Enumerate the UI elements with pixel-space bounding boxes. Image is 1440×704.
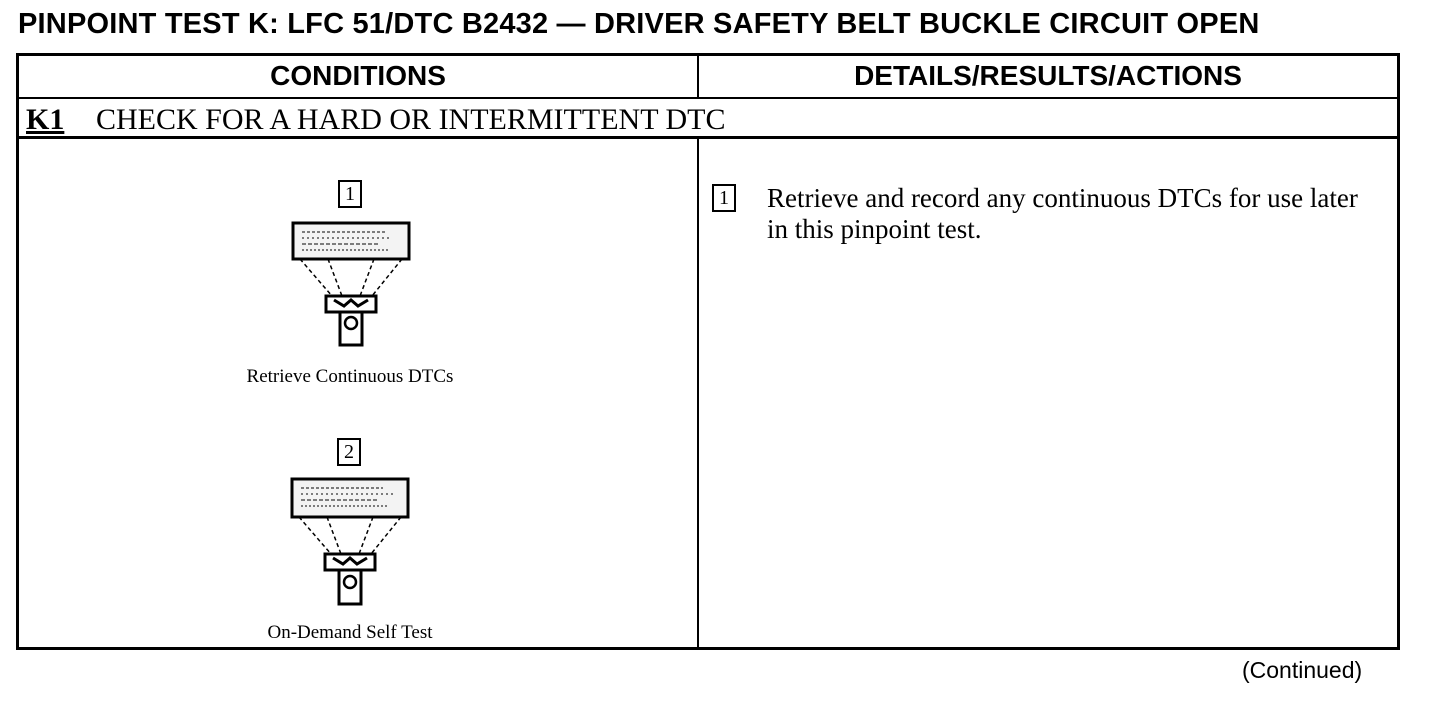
step-row: K1 CHECK FOR A HARD OR INTERMITTENT DTC [26, 103, 725, 137]
step-title: CHECK FOR A HARD OR INTERMITTENT DTC [96, 103, 726, 136]
diagnostic-scan-tool-icon [291, 221, 411, 347]
condition-caption-1: Retrieve Continuous DTCs [246, 366, 454, 387]
header-divider [16, 97, 1400, 99]
diagnostic-scan-tool-icon [290, 477, 410, 606]
page-title: PINPOINT TEST K: LFC 51/DTC B2432 — DRIV… [18, 8, 1260, 40]
condition-caption-2: On-Demand Self Test [267, 622, 433, 643]
column-divider-top [697, 53, 699, 98]
condition-number-2: 2 [337, 438, 361, 466]
condition-number-1: 1 [338, 180, 362, 208]
action-text-1: Retrieve and record any continuous DTCs … [767, 183, 1358, 244]
step-id: K1 [26, 103, 65, 136]
continued-note: (Continued) [1242, 657, 1363, 683]
step-divider [16, 136, 1400, 139]
actions-header: DETAILS/RESULTS/ACTIONS [854, 60, 1242, 91]
column-divider-body [697, 137, 699, 650]
pinpoint-table [16, 53, 1400, 650]
conditions-header: CONDITIONS [270, 60, 446, 91]
action-number-1: 1 [712, 184, 736, 212]
